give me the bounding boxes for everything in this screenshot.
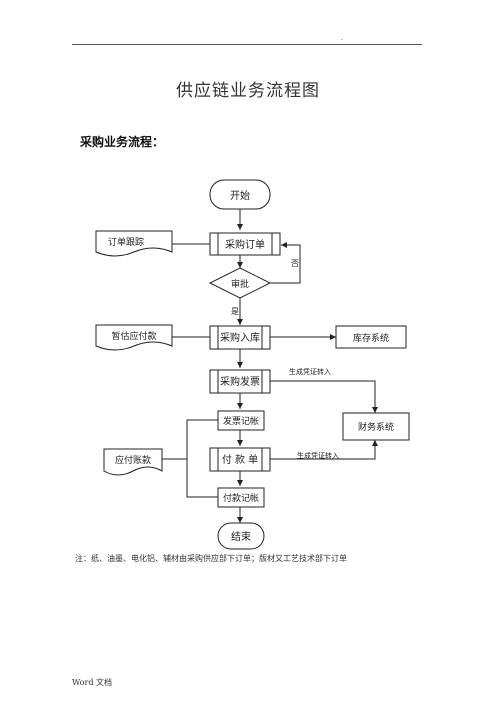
payment-record-label: 付款记帐 — [223, 492, 259, 504]
payment-box — [209, 447, 271, 472]
payment-record-box — [217, 487, 265, 508]
approve-diamond — [208, 267, 272, 299]
payable-label: 应付账款 — [115, 454, 151, 466]
invoice-box — [209, 369, 271, 394]
header-dot: . — [341, 34, 344, 42]
start-terminal — [209, 179, 271, 210]
receive-label: 采购入库 — [220, 331, 260, 344]
inventory-system-box — [335, 325, 407, 349]
start-label: 开始 — [230, 189, 250, 202]
order-tracking-label: 订单跟踪 — [108, 236, 144, 248]
po-label: 采购订单 — [225, 238, 265, 251]
estimate-payable-label: 暂估应付款 — [111, 330, 156, 342]
edge-label-yes: 是 — [231, 307, 239, 316]
edge-label-voucher-1: 生成凭证转入 — [289, 367, 331, 376]
order-tracking-doc — [95, 230, 173, 257]
payment-label: 付 款 单 — [222, 453, 258, 466]
page-footer: Word 文档 — [72, 678, 112, 687]
finance-system-box — [342, 412, 410, 441]
page-title: 供应链业务流程图 — [176, 81, 320, 101]
header-rule — [72, 44, 422, 45]
section-subtitle: 采购业务流程： — [80, 135, 165, 149]
end-terminal — [217, 522, 265, 550]
edge-label-voucher-2: 生成凭证转入 — [297, 451, 339, 460]
estimate-payable-doc — [95, 324, 173, 351]
edge-voucher-2 — [270, 440, 378, 460]
invoice-label: 采购发票 — [220, 375, 260, 388]
edge-label-no: 否 — [291, 259, 299, 268]
inventory-system-label: 库存系统 — [353, 332, 389, 344]
receive-box — [209, 325, 271, 350]
edge-voucher-1 — [270, 380, 378, 413]
finance-system-label: 财务系统 — [358, 421, 394, 433]
invoice-record-box — [217, 410, 265, 431]
po-box — [209, 232, 281, 256]
payable-doc — [103, 448, 163, 476]
edge-reject-loop — [270, 242, 301, 284]
footnote: 注：纸、油墨、电化铝、辅材由采购供应部下订单；版材又工艺技术部下订单 — [75, 554, 347, 563]
end-label: 结束 — [231, 530, 251, 543]
approve-label: 审批 — [231, 278, 249, 290]
invoice-record-label: 发票记帐 — [223, 415, 259, 427]
